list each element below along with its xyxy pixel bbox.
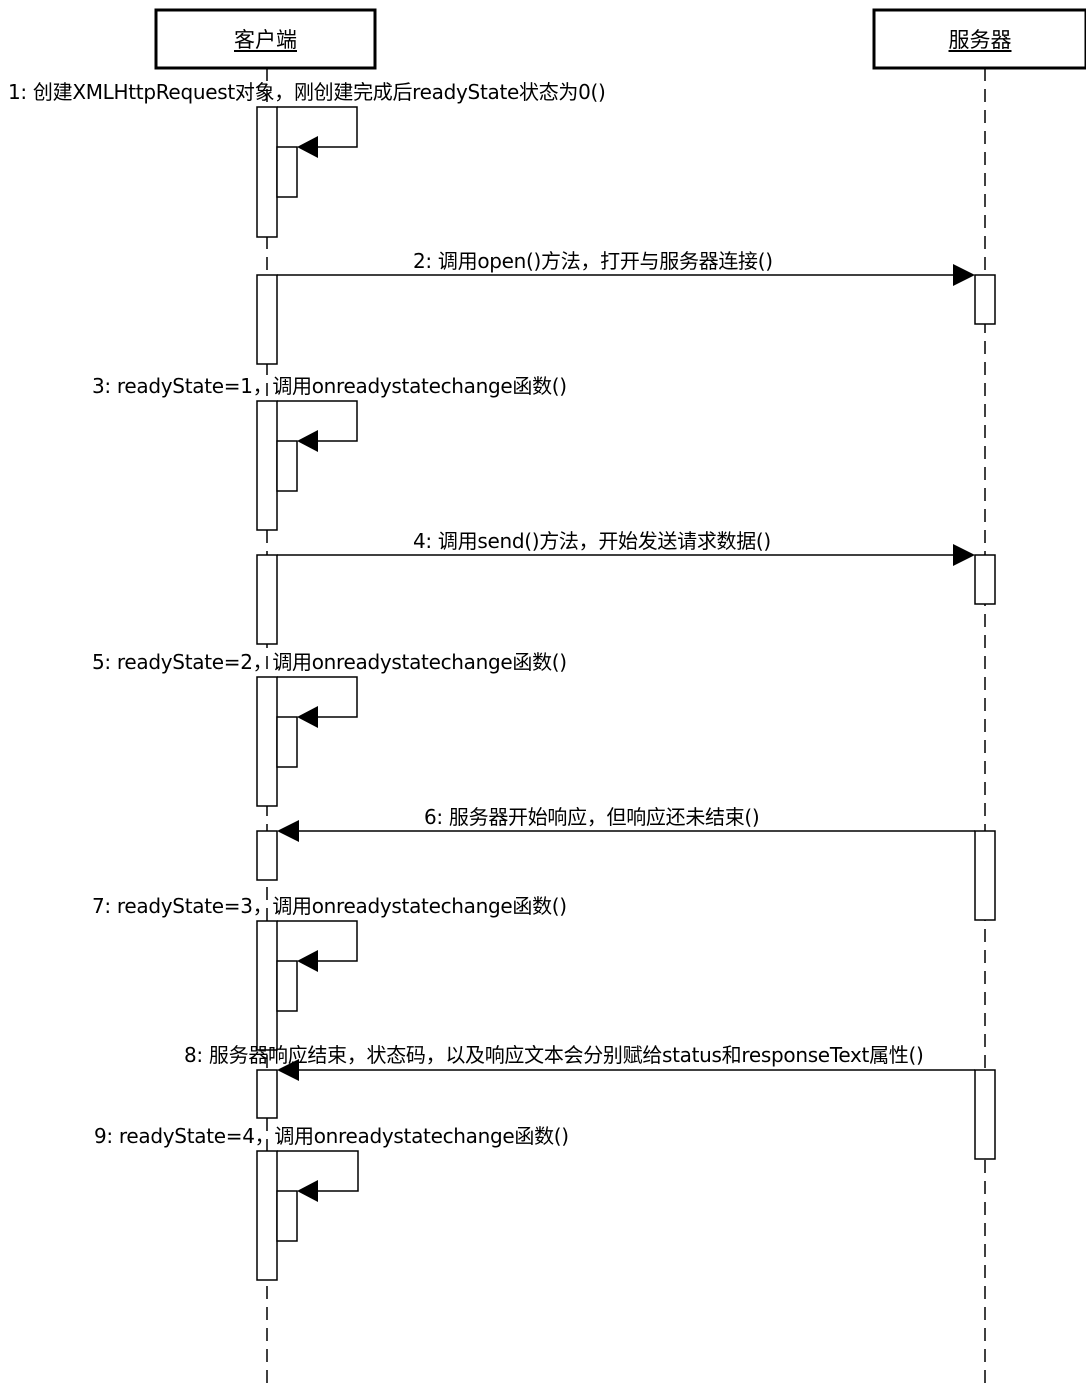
activation-client <box>256 106 278 238</box>
message-label-2: 2: 调用open()方法，打开与服务器连接() <box>413 249 773 273</box>
message-label-8: 8: 服务器响应结束，状态码，以及响应文本会分别赋给status和respons… <box>184 1043 924 1067</box>
activation-server <box>974 274 996 325</box>
activation-server <box>974 1069 996 1160</box>
activation-client <box>256 554 278 645</box>
message-arrow-to-server <box>277 264 975 286</box>
participant-label-client: 客户端 <box>234 28 297 52</box>
activation-server <box>974 554 996 605</box>
activation-client <box>256 676 278 807</box>
message-label-9: 9: readyState=4，调用onreadystatechange函数() <box>94 1124 569 1148</box>
activation-server <box>974 830 996 921</box>
message-arrow-to-server <box>277 544 975 566</box>
message-label-1: 1: 创建XMLHttpRequest对象，刚创建完成后readyState状态… <box>8 80 606 104</box>
message-label-6: 6: 服务器开始响应，但响应还未结束() <box>424 805 760 829</box>
message-label-7: 7: readyState=3，调用onreadystatechange函数() <box>92 894 567 918</box>
activation-client <box>256 830 278 881</box>
message-label-4: 4: 调用send()方法，开始发送请求数据() <box>413 529 771 553</box>
message-label-5: 5: readyState=2，调用onreadystatechange函数() <box>92 650 567 674</box>
self-message-arrow <box>276 676 358 768</box>
activation-client <box>256 920 278 1051</box>
self-message-arrow <box>276 920 358 1012</box>
participant-label-server: 服务器 <box>948 28 1012 52</box>
activation-client <box>256 400 278 531</box>
activation-client <box>256 1150 278 1281</box>
message-arrow-to-client <box>277 820 975 842</box>
participant-box-client <box>154 8 377 70</box>
message-arrow-to-client <box>277 1059 975 1081</box>
self-message-arrow <box>276 400 358 492</box>
self-message-arrow <box>276 1150 359 1242</box>
self-message-arrow <box>276 106 358 198</box>
message-label-3: 3: readyState=1，调用onreadystatechange函数() <box>92 374 567 398</box>
participant-box-server <box>872 8 1086 70</box>
activation-client <box>256 274 278 365</box>
activation-client <box>256 1069 278 1119</box>
